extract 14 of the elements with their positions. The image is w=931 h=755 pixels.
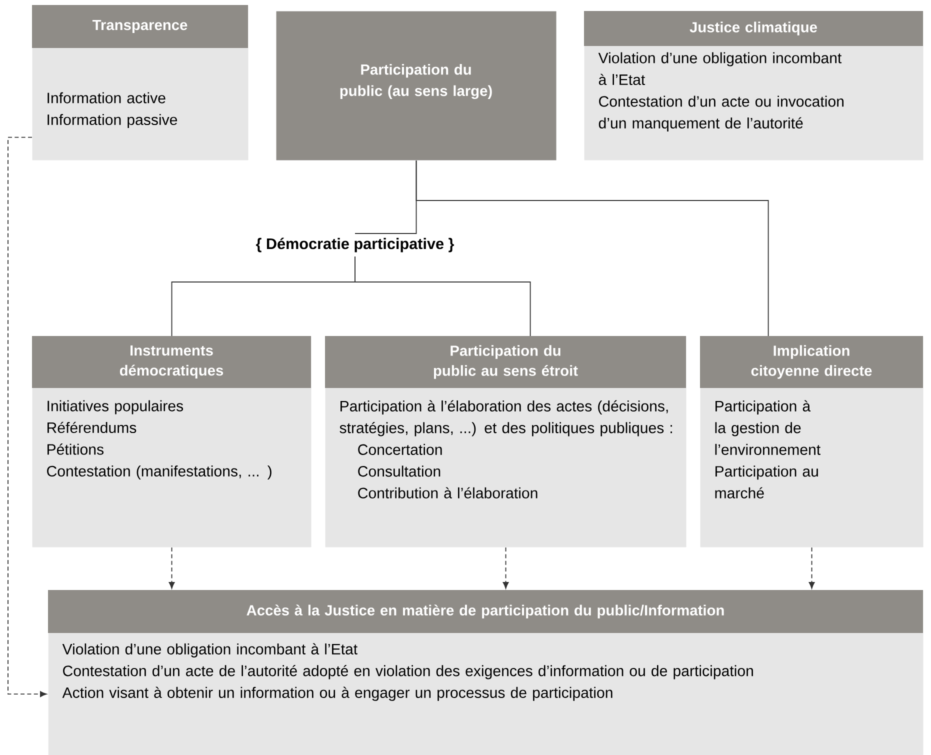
- info-card: Instruments démocratiques Initiatives populaires Référendums Pétitions Contestation (manifestations, ... ): [32, 336, 312, 548]
- info-card: Transparence Information active Information passive: [32, 5, 248, 160]
- info-card: Implication citoyenne directe Participation à la gestion de l’environnement Participation au marché: [700, 336, 924, 548]
- title-box: Participation du public (au sens large): [276, 11, 556, 160]
- info-card: Participation du public au sens étroit Participation à l’élaboration des actes (décisions, stratégies, plans, ...) et des politiques publiques : Concertation Consultation Contribution à l’élaboration: [325, 336, 686, 548]
- arrow: [808, 547, 815, 589]
- arrow: [8, 136, 47, 698]
- connector-line: [416, 160, 769, 336]
- arrow: [168, 547, 175, 589]
- connector-line: [354, 256, 531, 336]
- arrow: [502, 547, 509, 589]
- info-card: Accès à la Justice en matière de participation du public/Information Violation d’une obligation incombant à l’Etat Contestation d’un acte de l’autorité adopté en violation des exigences d’information ou de participation Action visant à obtenir un information ou à engager un processus de participation: [48, 590, 924, 755]
- info-card: Justice climatique Violation d’une obligation incombant à l’Etat Contestation d’un acte ou invocation d’un manquement de l’autorité: [584, 11, 924, 160]
- group-label: { Démocratie participative }: [256, 238, 454, 252]
